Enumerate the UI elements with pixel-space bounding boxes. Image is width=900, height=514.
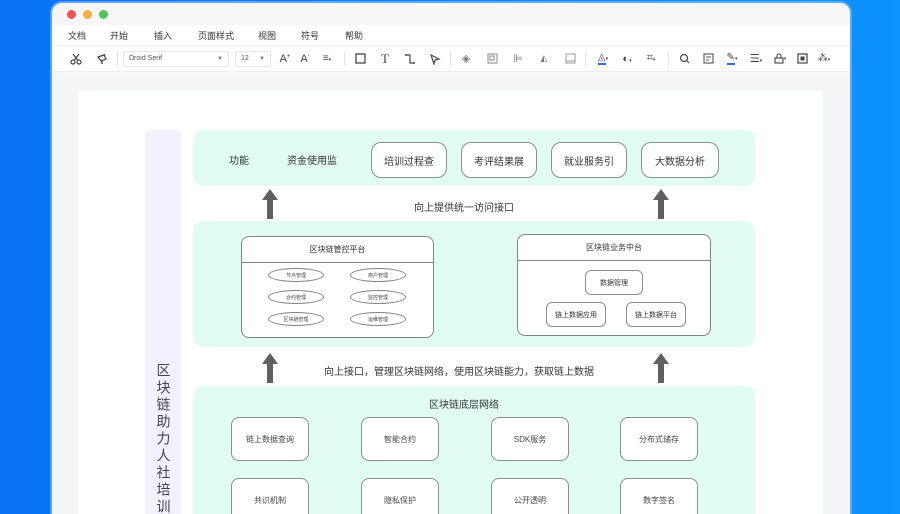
pointer-icon[interactable] (425, 49, 445, 69)
fill-color-icon[interactable]: ◬▾ (597, 51, 609, 65)
decrease-font-icon[interactable]: A- (300, 52, 310, 65)
business-platform-title: 区块链业务中台 (518, 235, 710, 261)
control-platform-title: 区块链管控平台 (242, 237, 433, 263)
box-distributed-storage[interactable]: 分布式储存 (620, 417, 698, 461)
canvas-area: 区块链助力人社培训 功能 资金使用监 培训过程查 考评结果展 就业服务引 大数据… (52, 73, 850, 514)
lock-icon[interactable]: ▾ (768, 49, 792, 69)
divider (344, 51, 345, 66)
box-consensus[interactable]: 共识机制 (231, 478, 309, 514)
divider (450, 51, 451, 66)
label-function: 功能 (229, 156, 249, 167)
image-icon[interactable] (698, 49, 718, 69)
minimize-window-button[interactable] (83, 10, 92, 19)
layers-icon[interactable]: ◈ (461, 53, 471, 65)
font-size-select[interactable]: 12 ▼ (235, 50, 271, 67)
divider (585, 51, 586, 66)
box-data-management[interactable]: 数据管理 (585, 270, 643, 295)
menu-item-2[interactable]: 插入 (154, 30, 173, 41)
document-page[interactable]: 区块链助力人社培训 功能 资金使用监 培训过程查 考评结果展 就业服务引 大数据… (78, 91, 823, 514)
ellipse-contract-management[interactable]: 合约管理 (268, 290, 324, 304)
divider (117, 51, 118, 66)
up-arrow-icon (653, 189, 669, 219)
flip-icon[interactable]: ◭ (540, 53, 548, 63)
up-arrow-icon (262, 189, 278, 219)
divider (668, 51, 669, 66)
font-family-value: Droid Serif (129, 55, 163, 62)
text-align-icon[interactable]: ≡▾ (322, 53, 332, 64)
box-smart-contract[interactable]: 智能合约 (361, 417, 439, 461)
side-title: 区块链助力人社培训 (155, 362, 172, 514)
caption-chain-interface: 向上接口，管理区块链网络，使用区块链能力，获取链上数据 (324, 367, 594, 378)
menu-item-0[interactable]: 文档 (68, 30, 87, 41)
ellipse-monitor-management[interactable]: 监控管理 (350, 290, 406, 304)
pill-employment-services[interactable]: 就业服务引 (551, 142, 627, 178)
side-title-panel: 区块链助力人社培训 (145, 130, 181, 514)
up-arrow-icon (262, 353, 278, 383)
increase-font-icon[interactable]: A+ (279, 52, 291, 65)
font-family-select[interactable]: Droid Serif ▼ (123, 50, 229, 67)
box-digital-signature[interactable]: 数字签名 (620, 478, 698, 514)
menu-item-4[interactable]: 视图 (258, 30, 277, 41)
box-transparency[interactable]: 公开透明 (491, 478, 569, 514)
box-sdk-service[interactable]: SDK服务 (491, 417, 569, 461)
app-window: 文档 开始 插入 页面样式 视图 符号 帮助 Droid Serif ▼ 12 ▼ A+ A… (52, 3, 850, 514)
crop-icon[interactable]: ⌗▾ (646, 52, 656, 64)
menu-item-3[interactable]: 页面样式 (198, 30, 235, 41)
ellipse-blockchain-management[interactable]: 区块链管理 (268, 312, 324, 326)
box-privacy[interactable]: 隐私保护 (361, 478, 439, 514)
pen-color-icon[interactable]: ✎▾ (726, 51, 738, 65)
frame-icon[interactable] (560, 49, 580, 69)
maximize-window-button[interactable] (99, 10, 108, 19)
align-left-icon[interactable]: ⊫ (513, 53, 523, 65)
close-window-button[interactable] (67, 10, 76, 19)
more-options-icon[interactable]: ⁂▾ (817, 53, 831, 64)
menu-item-5[interactable]: 符号 (301, 30, 320, 41)
cut-icon[interactable] (66, 49, 86, 69)
chevron-down-icon: ▼ (259, 55, 265, 62)
pill-training-process[interactable]: 培训过程查 (371, 142, 447, 178)
box-chain-data-query[interactable]: 链上数据查询 (231, 417, 309, 461)
font-size-value: 12 (241, 55, 249, 62)
line-style-icon[interactable]: ☰▾ (749, 53, 763, 65)
chevron-down-icon: ▼ (217, 55, 223, 62)
ellipse-user-management[interactable]: 用户管理 (350, 268, 406, 282)
search-icon[interactable] (674, 49, 694, 69)
rectangle-icon[interactable] (350, 49, 370, 69)
connector-icon[interactable] (400, 49, 420, 69)
title-bar (52, 3, 850, 25)
label-fund-monitor: 资金使用监 (287, 156, 337, 167)
pill-big-data-analysis[interactable]: 大数据分析 (641, 142, 719, 178)
ellipse-ops-management[interactable]: 运维管理 (350, 312, 406, 326)
format-painter-icon[interactable] (92, 49, 112, 69)
box-onchain-data-app[interactable]: 链上数据应用 (546, 302, 606, 327)
box-onchain-data-platform[interactable]: 链上数据平台 (626, 302, 686, 327)
shape-style-icon[interactable]: ◐▾ (622, 52, 632, 65)
pill-evaluation-results[interactable]: 考评结果展 (461, 142, 537, 178)
menu-bar: 文档 开始 插入 页面样式 视图 符号 帮助 (52, 25, 850, 46)
toolbar: Droid Serif ▼ 12 ▼ A+ A- ≡▾ T ◈ ⊫ ◭ (52, 46, 850, 72)
menu-item-1[interactable]: 开始 (110, 30, 129, 41)
menu-item-6[interactable]: 帮助 (345, 30, 364, 41)
network-title: 区块链底层网络 (429, 400, 499, 411)
ellipse-node-management[interactable]: 节点管理 (268, 268, 324, 282)
text-tool-icon[interactable]: T (381, 50, 389, 66)
group-icon[interactable] (482, 49, 502, 69)
caption-unified-interface: 向上提供统一访问接口 (414, 203, 514, 214)
up-arrow-icon (653, 353, 669, 383)
control-platform-panel[interactable]: 区块链管控平台 (241, 236, 434, 338)
insert-frame-icon[interactable] (792, 49, 812, 69)
